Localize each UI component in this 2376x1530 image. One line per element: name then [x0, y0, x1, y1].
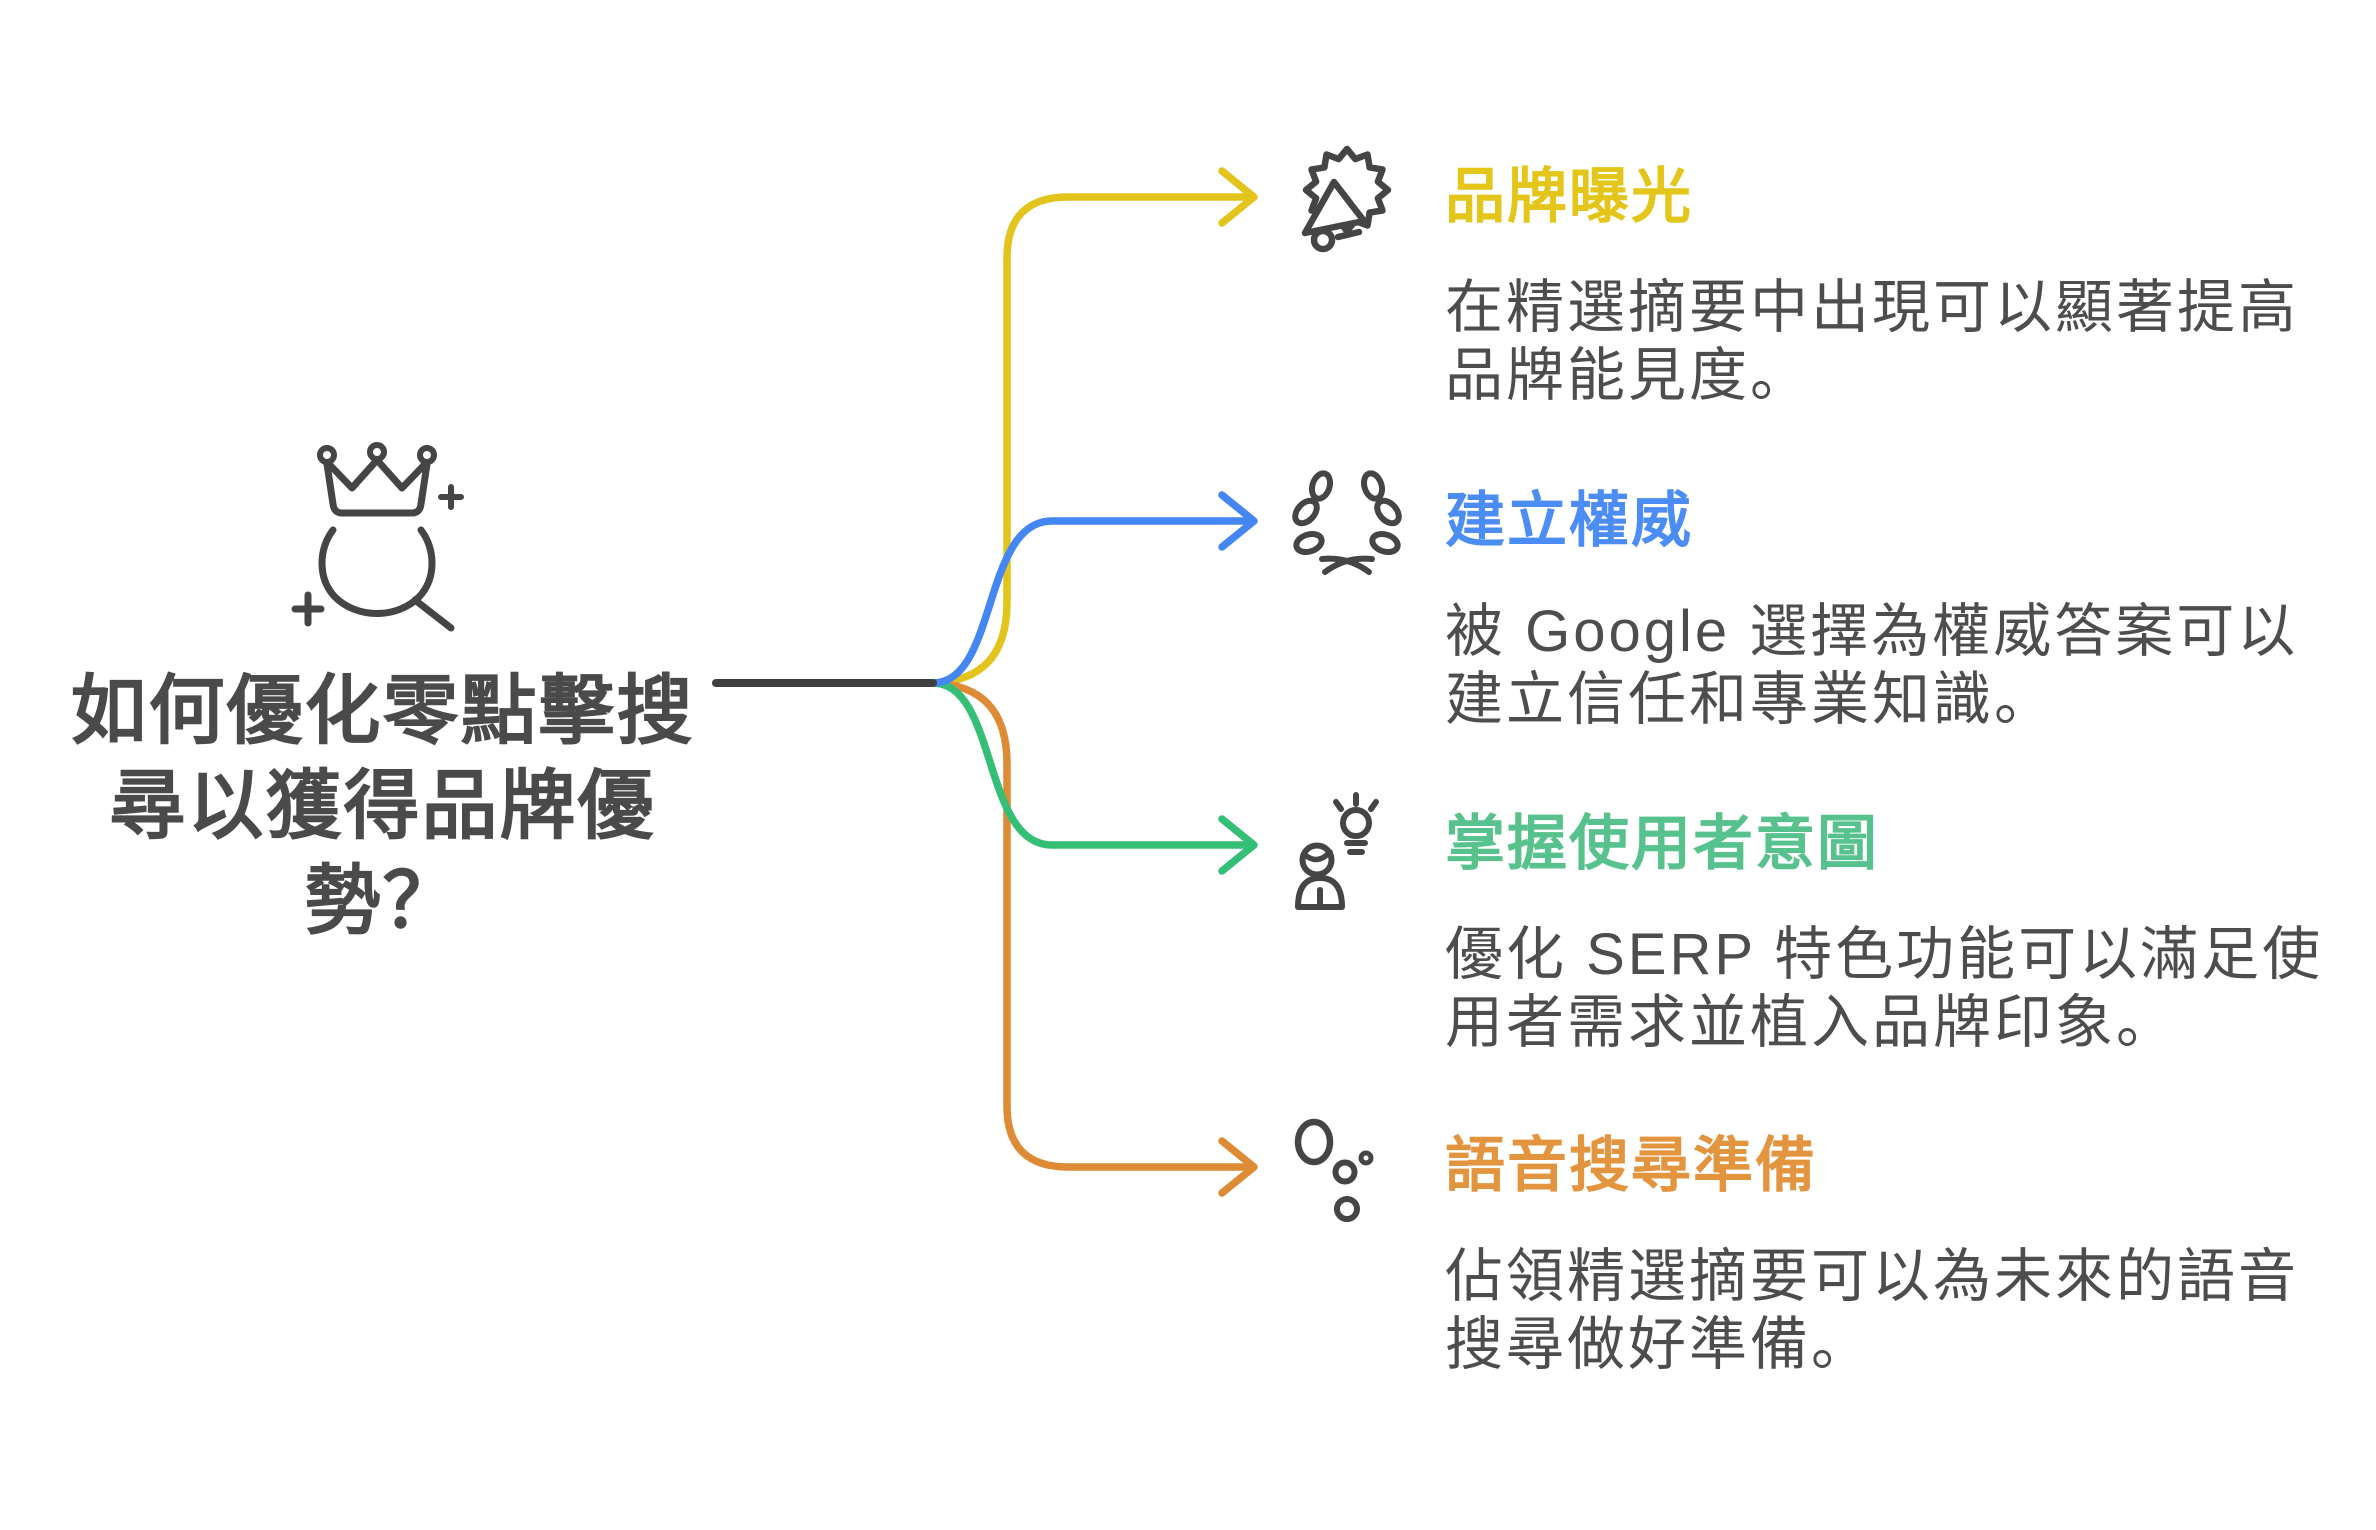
arrowhead-yellow — [1218, 167, 1258, 227]
voice-dots-icon — [1294, 1118, 1374, 1222]
branch-description: 被 Google 選擇為權威答案可以 建立信任和專業知識。 — [1445, 599, 2299, 732]
megaphone-burst-icon — [1301, 145, 1392, 253]
branch-build-authority: 建立權威 被 Google 選擇為權威答案可以 建立信任和專業知識。 — [1292, 470, 2295, 790]
branch-line-orange — [929, 679, 1252, 1171]
arrowhead-green — [1218, 815, 1258, 875]
branch-line-green — [929, 679, 1252, 849]
branch-description: 優化 SERP 特色功能可以滿足使 用者需求並植入品牌印象。 — [1445, 922, 2324, 1055]
person-lightbulb-icon — [1295, 792, 1379, 910]
branch-voice-search: 語音搜尋準備 佔領精選摘要可以為未來的語音 搜尋做好準備。 — [1293, 1118, 2296, 1435]
branch-title: 掌握使用者意圖 — [1445, 810, 1879, 877]
crown-magnifier-icon — [291, 442, 464, 632]
arrowhead-orange — [1218, 1137, 1258, 1197]
branch-line-yellow — [929, 193, 1252, 687]
laurel-wreath-icon — [1292, 470, 1402, 575]
branch-title: 語音搜尋準備 — [1445, 1132, 1817, 1199]
branch-brand-exposure: 品牌曝光 在精選摘要中出現可以顯著提高 品牌能見度。 — [1293, 145, 2296, 466]
branch-title: 品牌曝光 — [1445, 163, 1693, 230]
branch-description: 佔領精選摘要可以為未來的語音 搜尋做好準備。 — [1445, 1244, 2300, 1377]
branch-title: 建立權威 — [1445, 487, 1693, 554]
branch-line-blue — [929, 517, 1252, 687]
branch-description: 在精選摘要中出現可以顯著提高 品牌能見度。 — [1445, 275, 2300, 408]
arrowhead-blue — [1218, 491, 1258, 551]
branch-user-intent: 掌握使用者意圖 優化 SERP 特色功能可以滿足使 用者需求並植入品牌印象。 — [1293, 792, 2320, 1113]
central-topic-title: 如何優化零點擊搜 尋以獲得品牌優 勢？ — [70, 669, 695, 944]
